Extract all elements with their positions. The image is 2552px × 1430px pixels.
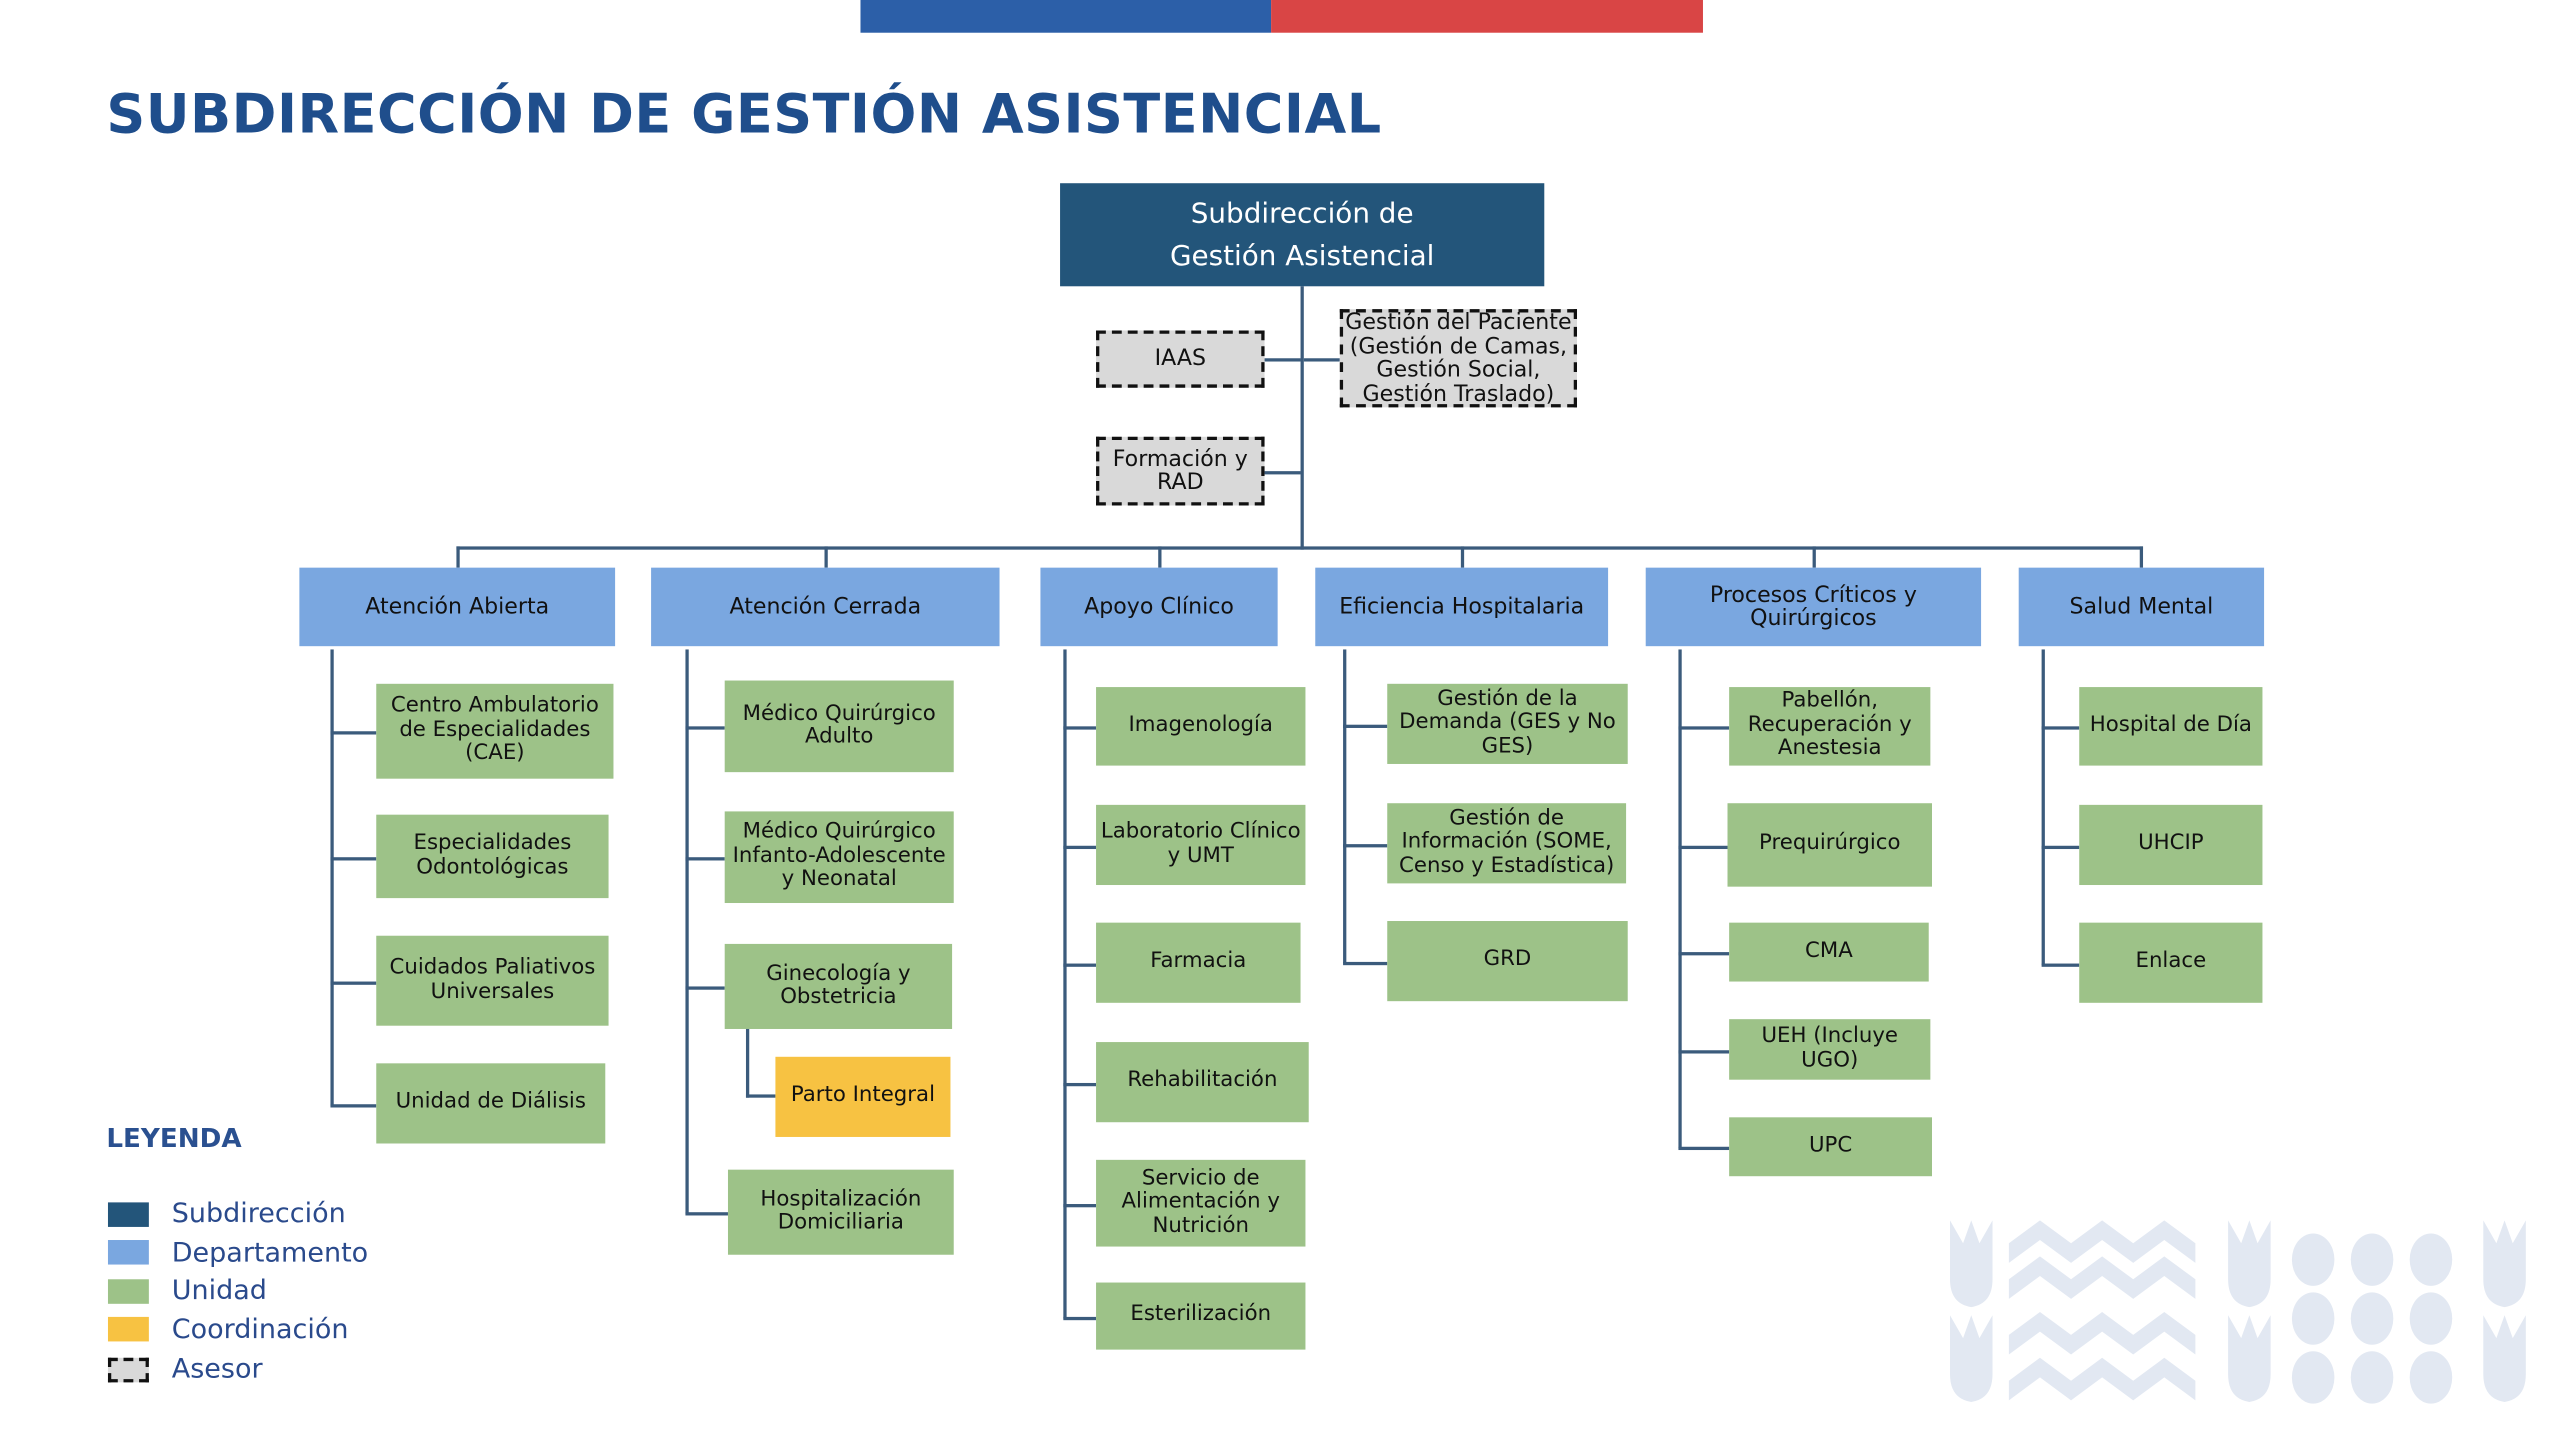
connector-line — [1303, 358, 1340, 362]
connector-line — [1812, 546, 1816, 568]
legend-swatch-subdireccion — [107, 1202, 149, 1227]
connector-line — [745, 1094, 776, 1098]
unit-box: Pabellón, Recuperación y Anestesia — [1729, 687, 1931, 766]
connector-line — [1063, 962, 1097, 966]
connector-line — [330, 980, 377, 984]
advisor-box: IAAS — [1096, 330, 1265, 388]
connector-line — [1343, 649, 1347, 963]
top-bar-blue — [860, 0, 1272, 33]
unit-box: Imagenología — [1096, 687, 1306, 766]
top-bar-red — [1271, 0, 1703, 33]
connector-line — [1343, 723, 1388, 728]
unit-box: Médico Quirúrgico Adulto — [724, 680, 954, 773]
unit-box: Unidad de Diálisis — [376, 1063, 606, 1144]
unit-box: Hospital de Día — [2079, 687, 2263, 766]
connector-line — [456, 546, 2144, 550]
unit-box: Médico Quirúrgico Infanto-Adolescente y … — [724, 811, 954, 904]
connector-line — [330, 856, 377, 860]
department-box: Salud Mental — [2018, 567, 2265, 647]
unit-box: UHCIP — [2079, 804, 2263, 886]
connector-line — [2139, 546, 2144, 568]
legend-swatch-asesor — [107, 1357, 149, 1383]
connector-line — [685, 726, 725, 730]
unit-box: Esterilización — [1096, 1282, 1306, 1350]
connector-line — [1264, 358, 1301, 362]
department-box: Apoyo Clínico — [1040, 567, 1278, 647]
connector-line — [1264, 471, 1301, 475]
legend-label: Coordinación — [171, 1313, 349, 1345]
connector-line — [330, 649, 334, 1106]
institution-watermark-logo — [1949, 1220, 2526, 1404]
legend-label: Departamento — [171, 1236, 369, 1268]
department-box: Eficiencia Hospitalaria — [1315, 567, 1609, 647]
unit-box: Ginecología y Obstetricia — [724, 943, 953, 1029]
connector-line — [685, 1212, 728, 1216]
connector-line — [2041, 649, 2045, 965]
unit-box: Enlace — [2079, 922, 2263, 1003]
connector-line — [456, 546, 460, 568]
unit-box: Rehabilitación — [1096, 1042, 1309, 1123]
department-box: Atención Cerrada — [651, 567, 1000, 647]
connector-line — [2041, 844, 2080, 849]
unit-box: Servicio de Alimentación y Nutrición — [1096, 1159, 1306, 1247]
connector-line — [1158, 546, 1162, 568]
legend-swatch-departamento — [107, 1240, 149, 1265]
connector-line — [1063, 1203, 1097, 1207]
unit-box: Prequirúrgico — [1727, 803, 1932, 887]
connector-line — [1063, 1082, 1097, 1086]
connector-line — [1678, 1049, 1730, 1053]
legend-label: Unidad — [171, 1274, 267, 1306]
connector-line — [745, 1028, 750, 1098]
connector-line — [685, 649, 689, 1214]
connector-line — [1343, 961, 1388, 965]
connector-line — [1063, 844, 1097, 849]
unit-box: Gestión de Información (SOME, Censo y Es… — [1387, 803, 1627, 884]
connector-line — [1343, 843, 1388, 847]
coordination-box: Parto Integral — [775, 1056, 951, 1137]
connector-line — [1460, 546, 1465, 568]
advisor-box: Gestión del Paciente (Gestión de Camas, … — [1339, 309, 1578, 408]
connector-line — [1678, 952, 1730, 956]
unit-box: Cuidados Paliativos Universales — [376, 935, 609, 1026]
connector-line — [685, 986, 725, 990]
connector-line — [1063, 1316, 1097, 1320]
advisor-box: Formación y RAD — [1096, 436, 1265, 506]
unit-box: UEH (Incluye UGO) — [1729, 1019, 1931, 1080]
connector-line — [1678, 649, 1682, 1149]
unit-box: Especialidades Odontológicas — [376, 814, 609, 899]
root-subdireccion-box: Subdirección de Gestión Asistencial — [1060, 183, 1545, 287]
unit-box: UPC — [1729, 1117, 1932, 1177]
unit-box: GRD — [1387, 921, 1628, 1002]
legend-title: LEYENDA — [106, 1122, 242, 1154]
unit-box: Hospitalización Domiciliaria — [727, 1169, 954, 1255]
connector-line — [685, 857, 725, 861]
page-title: SUBDIRECCIÓN DE GESTIÓN ASISTENCIAL — [106, 81, 1382, 146]
connector-line — [1678, 726, 1730, 730]
unit-box: Centro Ambulatorio de Especialidades (CA… — [376, 683, 614, 779]
unit-box: Gestión de la Demanda (GES y No GES) — [1387, 683, 1628, 764]
connector-line — [1063, 649, 1067, 1318]
unit-box: Farmacia — [1096, 922, 1301, 1003]
legend-swatch-unidad — [107, 1279, 149, 1304]
connector-line — [824, 546, 828, 568]
department-box: Procesos Críticos y Quirúrgicos — [1645, 567, 1982, 647]
connector-line — [1678, 844, 1728, 849]
connector-line — [330, 1103, 377, 1107]
unit-box: CMA — [1729, 922, 1929, 982]
connector-line — [2041, 962, 2080, 966]
connector-line — [1063, 726, 1097, 730]
department-box: Atención Abierta — [299, 567, 616, 647]
connector-line — [1300, 286, 1304, 550]
unit-box: Laboratorio Clínico y UMT — [1096, 804, 1306, 886]
legend-label: Subdirección — [171, 1197, 346, 1229]
connector-line — [2041, 726, 2080, 730]
legend-label: Asesor — [171, 1352, 263, 1384]
legend-swatch-coordinacion — [107, 1316, 149, 1342]
connector-line — [330, 731, 377, 735]
connector-line — [1678, 1146, 1730, 1151]
